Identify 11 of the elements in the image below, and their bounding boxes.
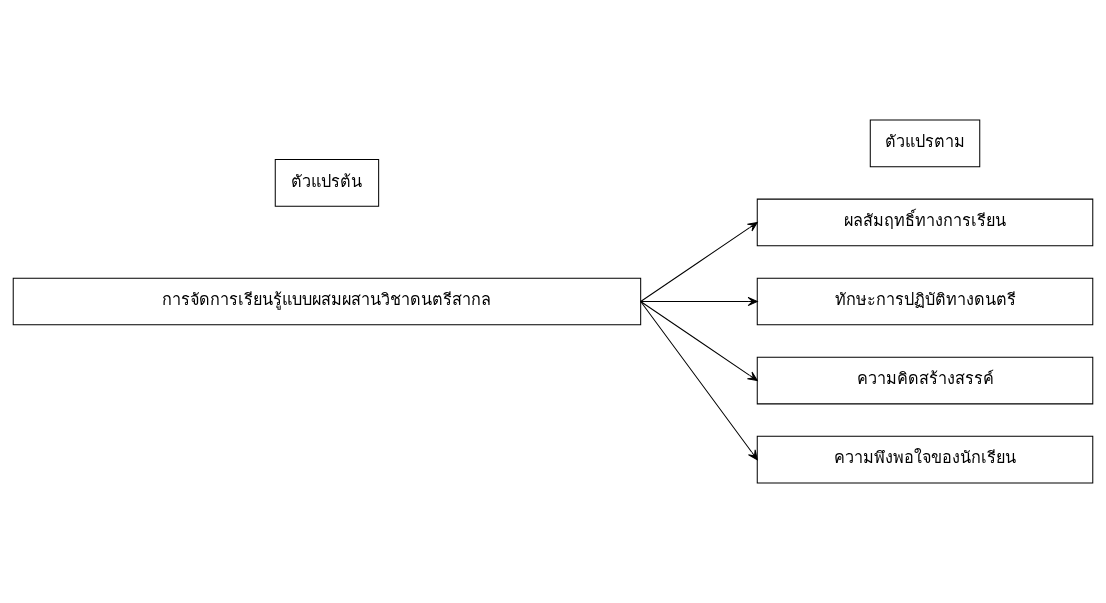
arrow: [640, 296, 758, 307]
node-box: การจัดการเรียนรู้แบบผสมผสานวิชาดนตรีสากล: [12, 277, 642, 326]
node-box: ความคิดสร้างสรรค์: [756, 356, 1094, 405]
node-box: ผลสัมฤทธิ์ทางการเรียน: [756, 198, 1094, 247]
arrow: [640, 301, 758, 382]
node-box: ทักษะการปฏิบัติทางดนตรี: [756, 277, 1094, 326]
node-box: ความพึงพอใจของนักเรียน: [756, 435, 1094, 484]
arrow: [640, 301, 758, 461]
arrow: [640, 221, 758, 302]
node-box: ตัวแปรตาม: [869, 119, 981, 168]
node-box: ตัวแปรต้น: [274, 159, 380, 207]
